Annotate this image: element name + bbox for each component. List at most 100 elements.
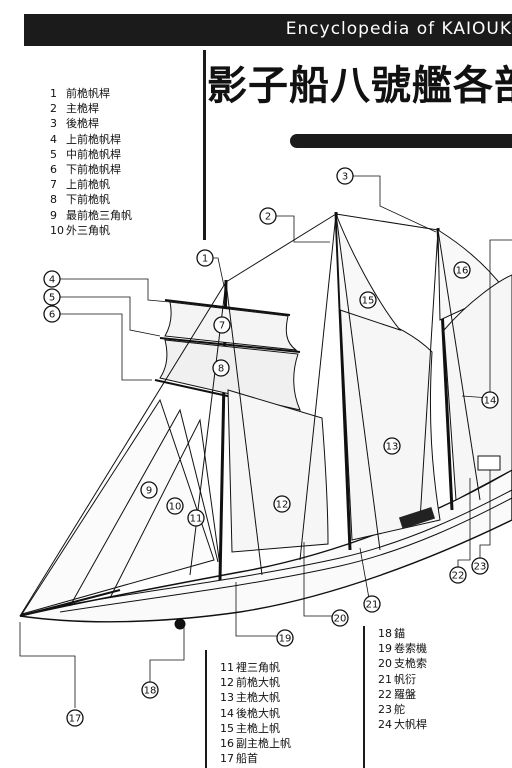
legend-divider [205, 650, 207, 768]
legend-number: 19 [378, 642, 392, 656]
callout-number: 7 [219, 321, 225, 332]
legend-label: 錨 [394, 627, 405, 640]
legend-label: 下前桅帆桿 [66, 163, 121, 177]
legend-item: 3 後桅桿 [50, 116, 132, 131]
callout-circle [213, 316, 231, 334]
main-top-sail [335, 213, 402, 332]
legend-item: 8 下前桅帆 [50, 192, 132, 207]
callout-23: 23 [471, 557, 489, 575]
main-main-sail [339, 299, 441, 541]
callout-circle [331, 609, 349, 627]
legend-number: 21 [378, 672, 392, 686]
legend-number: 23 [378, 703, 392, 717]
mizzen-main-sail [443, 274, 512, 501]
fore-main-sail [227, 389, 329, 553]
callout-circle [383, 437, 401, 455]
callout-number: 4 [49, 275, 55, 286]
callout-number: 6 [49, 310, 55, 321]
callout-circle [43, 288, 61, 306]
callout-circle [196, 249, 214, 267]
legend-number: 6 [50, 163, 57, 177]
legend-label: 下前桅帆 [66, 193, 110, 207]
legend-label: 舵 [394, 703, 405, 717]
callout-1: 1 [196, 249, 214, 267]
callout-17: 17 [66, 709, 84, 727]
legend-label: 中前桅帆桿 [66, 147, 121, 161]
callout-16: 16 [453, 261, 471, 279]
callout-circle [212, 359, 230, 377]
legend-item: 5 中前桅帆桿 [50, 147, 132, 162]
legend-label: 上前桅帆桿 [66, 132, 121, 146]
callout-number: 1 [202, 254, 208, 265]
legend-number: 16 [220, 737, 234, 751]
callout-14: 14 [481, 391, 499, 409]
callout-circle [141, 681, 159, 699]
callout-number: 17 [69, 714, 82, 725]
legend-number: 15 [220, 721, 234, 735]
legend-label: 最前桅三角帆 [66, 208, 132, 222]
callout-circle [273, 495, 291, 513]
callout-number: 16 [456, 266, 469, 277]
title-underline-bar [290, 134, 512, 148]
legend-label: 副主桅上帆 [236, 737, 291, 751]
legend-label: 羅盤 [394, 687, 416, 701]
callout-circle [187, 509, 205, 527]
callout-12: 12 [273, 495, 291, 513]
callout-circle [359, 291, 377, 309]
legend-number: 8 [50, 193, 57, 207]
banner-title: Encyclopedia of KAIOUK [285, 19, 512, 39]
legend-label: 主桅大帆 [236, 691, 280, 705]
legend-number: 3 [50, 117, 57, 131]
legend-item: 4 上前桅帆桿 [50, 132, 132, 147]
callout-circle [453, 261, 471, 279]
title-rule [203, 50, 206, 240]
legend-label: 裡三角帆 [236, 661, 280, 674]
callout-circle [43, 305, 61, 323]
legend-label: 後桅桿 [66, 117, 99, 131]
callout-number: 18 [144, 686, 157, 697]
callout-number: 8 [218, 364, 224, 375]
legend-label: 外三角帆 [66, 223, 110, 237]
legend-divider [363, 626, 365, 768]
callout-circle [471, 557, 489, 575]
legend-number: 4 [50, 132, 57, 146]
legend-number: 5 [50, 147, 57, 161]
callout-8: 8 [212, 359, 230, 377]
callout-number: 10 [169, 502, 182, 513]
callout-circle [66, 709, 84, 727]
callout-number: 20 [334, 614, 347, 625]
legend-number: 7 [50, 178, 57, 192]
ship-drawing [19, 175, 512, 708]
header-banner: Encyclopedia of KAIOUK [24, 14, 512, 46]
legend-item: 6 下前桅帆桿 [50, 162, 132, 177]
legend-label: 前桅大帆 [236, 676, 280, 690]
callout-10: 10 [166, 497, 184, 515]
legend-number: 24 [378, 718, 392, 732]
callout-18: 18 [141, 681, 159, 699]
callout-number: 19 [279, 634, 292, 645]
legend-number: 14 [220, 706, 234, 720]
callout-number: 5 [49, 293, 55, 304]
callout-9: 9 [140, 481, 158, 499]
callout-5: 5 [43, 288, 61, 306]
legend-number: 20 [378, 657, 392, 671]
legend-number: 12 [220, 676, 234, 690]
legend-label: 支桅索 [394, 657, 427, 671]
callout-circle [481, 391, 499, 409]
legend-number: 11 [220, 661, 234, 674]
